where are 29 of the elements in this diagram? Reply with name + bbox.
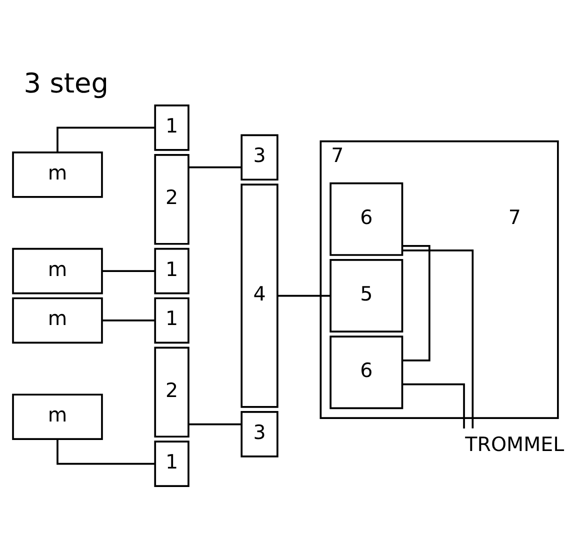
- node-box: 5: [330, 258, 404, 332]
- node-box: 1: [154, 296, 190, 344]
- connector: [56, 438, 155, 464]
- connector: [102, 270, 155, 272]
- connector: [102, 319, 155, 321]
- diagram-title: 3 steg: [24, 68, 108, 100]
- node-box: 1: [154, 104, 190, 150]
- connector: [402, 382, 465, 428]
- node-box: m: [12, 247, 103, 294]
- node-box: 3: [240, 134, 278, 180]
- node-box: m: [12, 296, 103, 344]
- connector: [278, 294, 330, 296]
- connector: [402, 249, 474, 428]
- node-box: 2: [154, 153, 190, 244]
- connector: [402, 244, 430, 361]
- node-box: m: [12, 393, 103, 440]
- connector: [188, 422, 242, 425]
- node-box: m: [12, 151, 103, 198]
- node-box: 6: [330, 335, 404, 409]
- node-box: 1: [154, 440, 190, 486]
- node-box: 2: [154, 346, 190, 438]
- node-text: TROMMEL: [465, 432, 564, 456]
- connector: [188, 166, 242, 168]
- node-box: 1: [154, 247, 190, 294]
- node-box: 4: [240, 183, 278, 408]
- node-label: 7: [508, 205, 521, 228]
- node-box: 3: [240, 410, 278, 457]
- node-box: 6: [330, 182, 404, 256]
- connector: [56, 126, 155, 152]
